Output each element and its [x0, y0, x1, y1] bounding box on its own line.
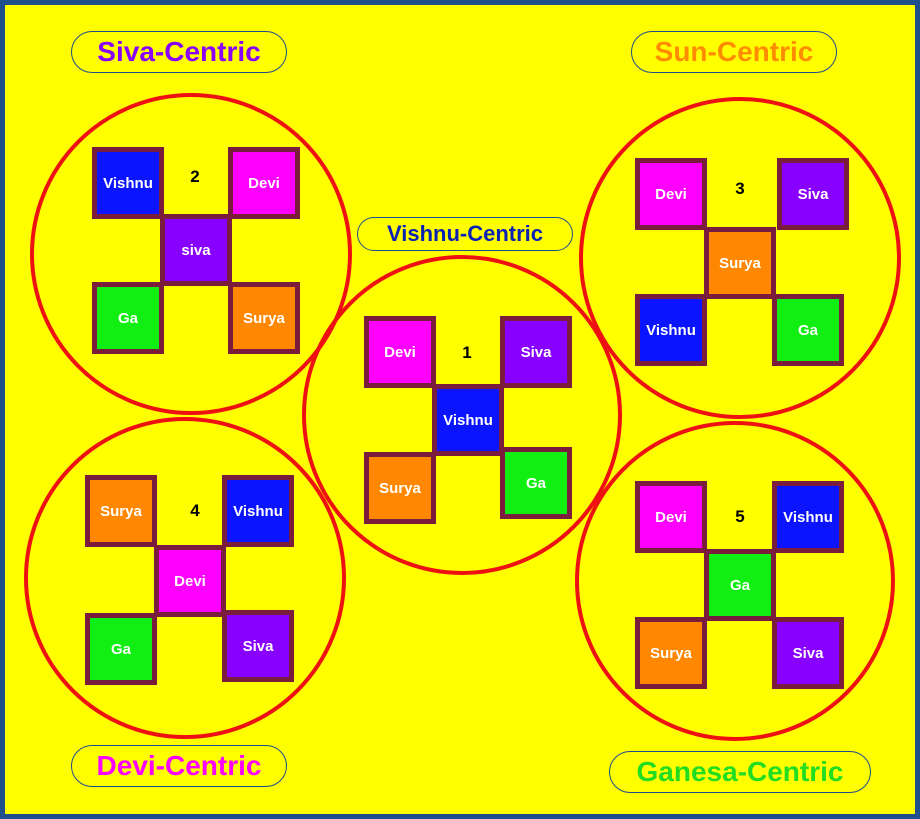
devi-centric-label: Devi-Centric	[96, 750, 262, 781]
group-number: 3	[735, 179, 745, 198]
group-number: 5	[735, 507, 745, 526]
sun-centric-label: Sun-Centric	[654, 36, 814, 67]
tile-surya: Surya	[85, 475, 157, 547]
group-number: 4	[190, 501, 200, 520]
tile-siva: Siva	[500, 316, 572, 388]
tile-siva: Siva	[222, 610, 294, 682]
ganesa-centric-title: Ganesa-Centric	[609, 751, 871, 793]
tile-ga-center: Ga	[704, 549, 776, 621]
group-number: 1	[462, 343, 472, 362]
tile-devi: Devi	[635, 481, 707, 553]
vishnu-centric-title: Vishnu-Centric	[357, 217, 573, 251]
tile-ga: Ga	[500, 447, 572, 519]
sun-centric-ring	[579, 97, 901, 419]
tile-devi-center: Devi	[154, 545, 226, 617]
tile-vishnu: Vishnu	[222, 475, 294, 547]
vishnu-centric-ring	[302, 255, 622, 575]
devi-centric-title: Devi-Centric	[71, 745, 287, 787]
tile-vishnu: Vishnu	[635, 294, 707, 366]
tile-devi: Devi	[364, 316, 436, 388]
tile-devi: Devi	[228, 147, 300, 219]
tile-siva-center: siva	[160, 214, 232, 286]
sun-centric-title: Sun-Centric	[631, 31, 837, 73]
tile-devi: Devi	[635, 158, 707, 230]
tile-siva: Siva	[777, 158, 849, 230]
tile-vishnu: Vishnu	[772, 481, 844, 553]
tile-siva: Siva	[772, 617, 844, 689]
vishnu-centric-label: Vishnu-Centric	[386, 221, 544, 246]
ganesa-centric-ring	[575, 421, 895, 741]
siva-centric-ring	[30, 93, 352, 415]
tile-vishnu: Vishnu	[92, 147, 164, 219]
ganesa-centric-label: Ganesa-Centric	[636, 756, 844, 787]
devi-centric-ring	[24, 417, 346, 739]
tile-surya: Surya	[228, 282, 300, 354]
siva-centric-label: Siva-Centric	[97, 36, 261, 67]
tile-surya: Surya	[635, 617, 707, 689]
tile-ga: Ga	[772, 294, 844, 366]
group-number: 2	[190, 167, 200, 186]
siva-centric-title: Siva-Centric	[71, 31, 287, 73]
tile-ga: Ga	[85, 613, 157, 685]
tile-surya-center: Surya	[704, 227, 776, 299]
tile-surya: Surya	[364, 452, 436, 524]
tile-ga: Ga	[92, 282, 164, 354]
tile-vishnu-center: Vishnu	[432, 384, 504, 456]
